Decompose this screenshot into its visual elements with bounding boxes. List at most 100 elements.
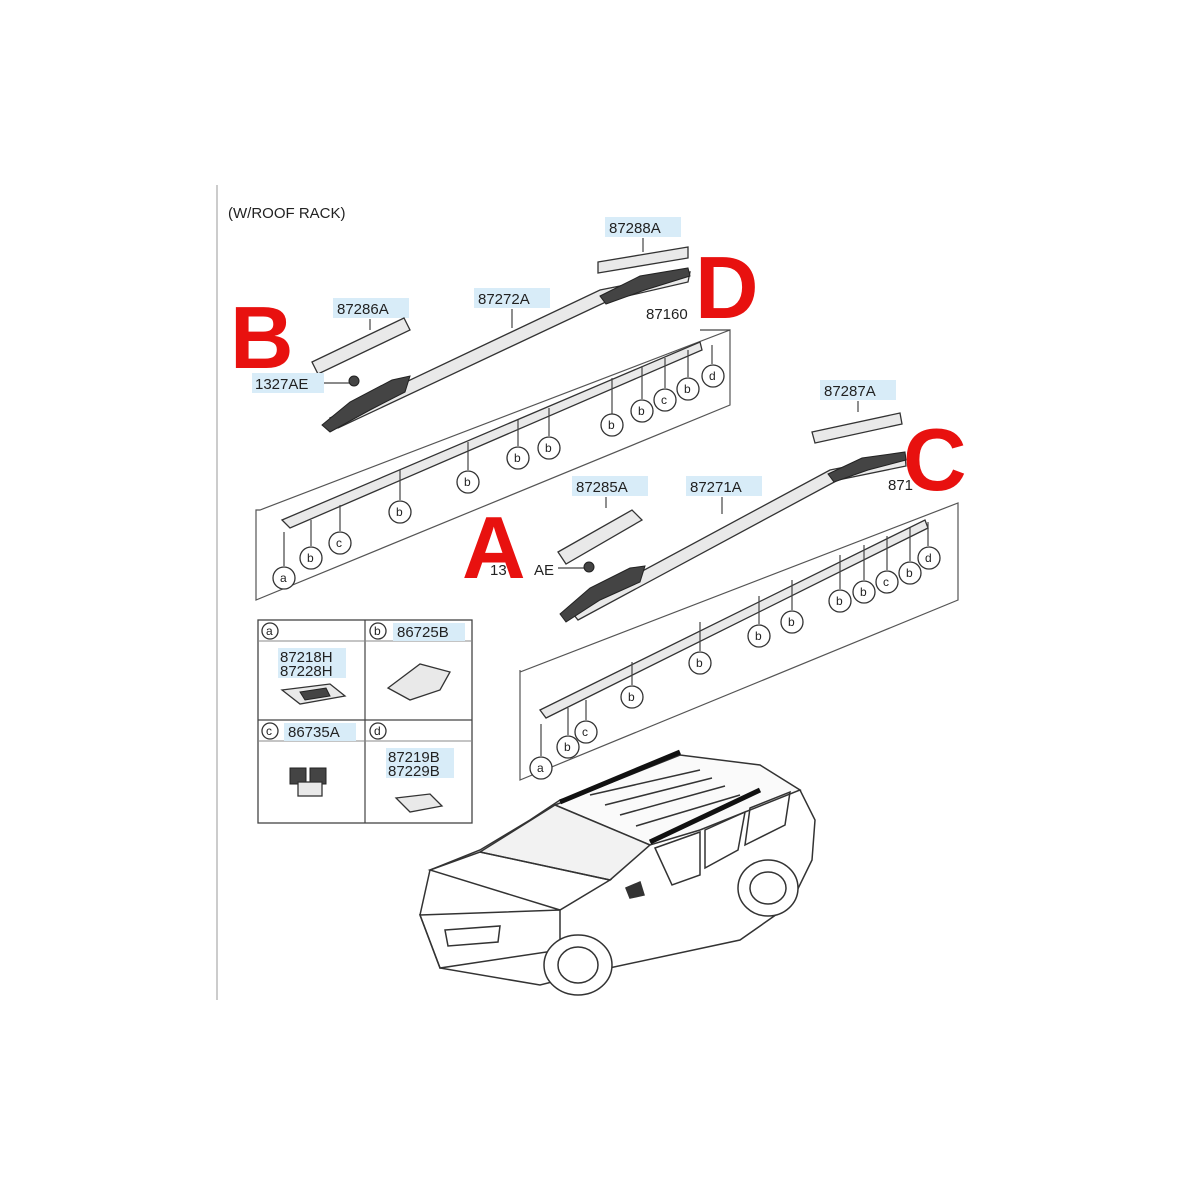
label-87272A: 87272A: [478, 291, 530, 308]
part-87271A-front-end: [559, 565, 646, 623]
nut-1327AE-low: [583, 561, 595, 573]
marker-b: [556, 735, 580, 759]
svg-text:d: d: [374, 724, 381, 738]
marker-b: [537, 436, 561, 460]
svg-text:b: b: [684, 382, 691, 396]
svg-text:c: c: [582, 725, 588, 739]
legend-d-part-1: 87219B: [388, 749, 440, 766]
marker-b: [780, 610, 804, 634]
part-87271A-rear-end: [827, 451, 907, 483]
part-87285A-cover: [557, 509, 644, 565]
marker-b: [898, 561, 922, 585]
part-87288A-cover: [597, 246, 689, 274]
marker-c: [574, 720, 598, 744]
marker-b: [747, 624, 771, 648]
svg-text:b: b: [836, 594, 843, 608]
svg-text:a: a: [280, 571, 287, 585]
label-87285A: 87285A: [576, 479, 628, 496]
callout-a: A: [462, 498, 526, 597]
marker-b: [828, 589, 852, 613]
svg-text:b: b: [755, 629, 762, 643]
marker-d: [701, 364, 725, 388]
label-87271A: 87271A: [690, 479, 742, 496]
label-87285A-bg: [572, 476, 648, 496]
legend-marker-c: [261, 722, 279, 740]
label-87286A-bg: [333, 298, 409, 318]
svg-text:b: b: [514, 451, 521, 465]
svg-text:d: d: [925, 551, 932, 565]
svg-text:b: b: [545, 441, 552, 455]
parts-legend-table: a 87218H 87228H b 86725B c 86735A d 8721…: [257, 619, 473, 824]
marker-c: [875, 570, 899, 594]
marker-a: [529, 756, 553, 780]
label-1327AE-low: 13: [490, 562, 507, 579]
marker-c: [328, 531, 352, 555]
legend-c-part: 86735A: [288, 724, 340, 741]
upper-markers: a b c b b b b b b c b d: [272, 345, 725, 590]
svg-text:a: a: [266, 624, 273, 638]
label-87286A: 87286A: [337, 301, 389, 318]
marker-d: [917, 546, 941, 570]
svg-text:b: b: [307, 551, 314, 565]
part-87287A-cover: [811, 412, 903, 444]
svg-text:c: c: [266, 724, 272, 738]
part-87272A-rear-end: [599, 267, 691, 305]
nut-1327AE-top: [348, 375, 360, 387]
svg-text:b: b: [464, 475, 471, 489]
legend-marker-d: [369, 722, 387, 740]
label-87288A-bg: [605, 217, 681, 237]
label-87272A-bg: [474, 288, 550, 308]
marker-b: [506, 446, 530, 470]
label-87271A-bg: [686, 476, 762, 496]
label-87160: 87160: [646, 306, 688, 323]
svg-text:c: c: [336, 536, 342, 550]
svg-text:d: d: [709, 369, 716, 383]
marker-c: [653, 388, 677, 412]
legend-a-part-1: 87218H: [280, 649, 333, 666]
marker-b: [299, 546, 323, 570]
marker-b: [852, 580, 876, 604]
legend-b-clip-drawing: [386, 663, 451, 701]
svg-text:b: b: [396, 505, 403, 519]
legend-a-part-2: 87228H: [280, 663, 333, 680]
marker-b: [620, 685, 644, 709]
lower-markers: a b c b b b b b b c b d: [529, 522, 941, 780]
label-87288A: 87288A: [609, 220, 661, 237]
legend-marker-b: [369, 622, 387, 640]
label-1327AE-top-bg: [252, 373, 324, 393]
callout-c: C: [903, 410, 967, 509]
svg-text:b: b: [374, 624, 381, 638]
label-1327AE-low-tail: AE: [534, 562, 554, 579]
part-871xx-molding: [539, 519, 929, 719]
section-title: (W/ROOF RACK): [228, 205, 346, 222]
marker-b: [388, 500, 412, 524]
svg-text:c: c: [883, 575, 889, 589]
svg-text:b: b: [788, 615, 795, 629]
label-87287A-bg: [820, 380, 896, 400]
legend-d-pad-drawing: [394, 793, 444, 813]
lower-molding-box: [519, 502, 959, 781]
marker-b: [600, 413, 624, 437]
svg-text:b: b: [638, 404, 645, 418]
marker-b: [688, 651, 712, 675]
svg-text:c: c: [661, 393, 667, 407]
legend-b-part: 86725B: [397, 624, 449, 641]
svg-text:a: a: [537, 761, 544, 775]
label-87287A: 87287A: [824, 383, 876, 400]
svg-text:b: b: [628, 690, 635, 704]
marker-b: [630, 399, 654, 423]
upper-molding-box: [255, 329, 731, 601]
label-1327AE-top: 1327AE: [255, 376, 308, 393]
callout-d: D: [695, 238, 759, 337]
part-87271A-rail: [569, 454, 907, 621]
marker-a: [272, 566, 296, 590]
svg-text:b: b: [564, 740, 571, 754]
car-illustration: [418, 749, 816, 996]
part-87160-molding: [280, 341, 703, 529]
callout-b: B: [230, 288, 294, 387]
legend-d-part-2: 87229B: [388, 763, 440, 780]
svg-text:b: b: [608, 418, 615, 432]
marker-b: [456, 470, 480, 494]
part-87286A-cover: [311, 317, 411, 375]
